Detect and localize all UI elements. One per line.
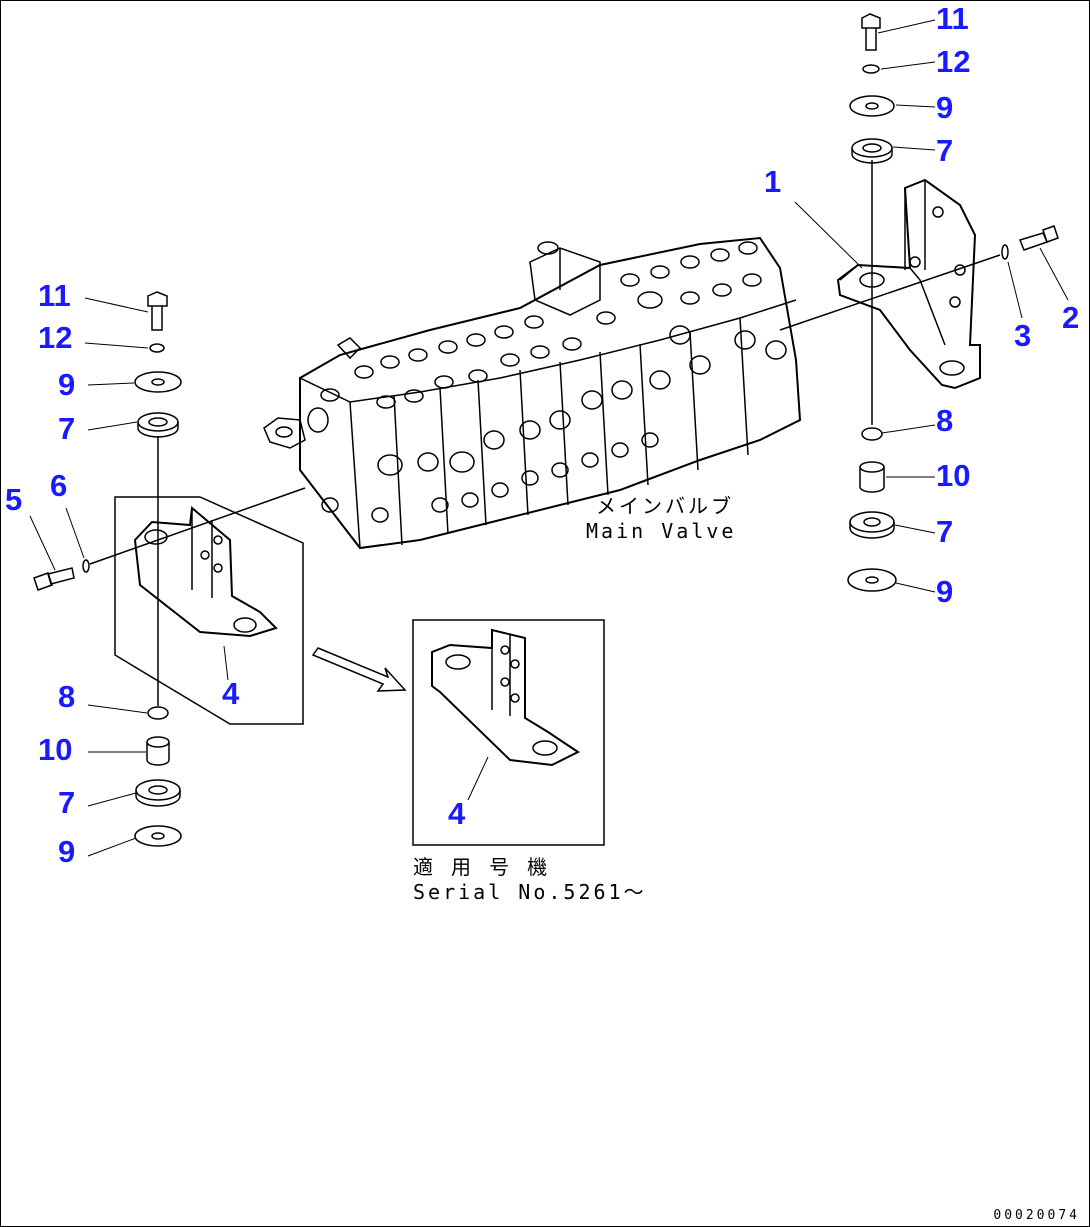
callout-10-right: 10 bbox=[936, 458, 971, 493]
main-valve-label-en: Main Valve bbox=[586, 519, 737, 543]
detail-arrow bbox=[313, 648, 405, 691]
callout-10-left: 10 bbox=[38, 732, 73, 767]
callout-12-right: 12 bbox=[936, 44, 971, 79]
callout-7-left-top: 7 bbox=[58, 411, 76, 446]
callout-3: 3 bbox=[1014, 318, 1032, 353]
callout-2: 2 bbox=[1062, 300, 1080, 335]
hardware-left-stack bbox=[34, 292, 305, 846]
callout-11-left: 11 bbox=[38, 278, 71, 313]
callout-11-right: 11 bbox=[936, 1, 969, 36]
callout-9-right-bottom: 9 bbox=[936, 574, 954, 609]
inset-detail bbox=[413, 620, 604, 845]
main-valve bbox=[264, 238, 800, 548]
callout-4-inset: 4 bbox=[448, 796, 466, 831]
callout-5: 5 bbox=[5, 482, 23, 517]
serial-note: 適 用 号 機 Serial No.5261～ bbox=[413, 855, 647, 905]
callout-6: 6 bbox=[50, 468, 68, 503]
callout-9-left-top: 9 bbox=[58, 367, 76, 402]
bracket-left bbox=[115, 497, 303, 724]
bracket-right bbox=[838, 180, 980, 388]
leader-lines bbox=[30, 20, 1068, 856]
document-number: 00020074 bbox=[993, 1208, 1080, 1223]
main-valve-label-jp: メインバルブ bbox=[596, 494, 734, 518]
hardware-right-stack bbox=[780, 14, 1058, 591]
callout-9-right-top: 9 bbox=[936, 90, 954, 125]
serial-note-en: Serial No.5261～ bbox=[413, 880, 647, 904]
serial-note-jp: 適 用 号 機 bbox=[413, 855, 551, 879]
callout-8-right: 8 bbox=[936, 403, 954, 438]
callout-9-left-bottom: 9 bbox=[58, 834, 76, 869]
callout-12-left: 12 bbox=[38, 320, 73, 355]
callout-4-main: 4 bbox=[222, 676, 240, 711]
callout-7-right-top: 7 bbox=[936, 133, 954, 168]
callout-7-left-bottom: 7 bbox=[58, 785, 76, 820]
callout-7-right-bottom: 7 bbox=[936, 514, 954, 549]
main-valve-label: メインバルブ Main Valve bbox=[586, 494, 736, 544]
callout-1: 1 bbox=[764, 164, 782, 199]
callout-8-left: 8 bbox=[58, 679, 76, 714]
